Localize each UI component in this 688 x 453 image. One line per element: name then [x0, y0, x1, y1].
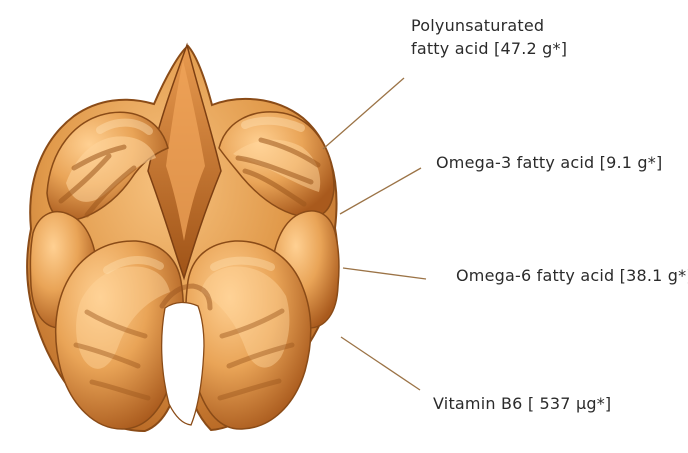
vitamin-b6-label: Vitamin B6 [ 537 µg*] — [433, 392, 611, 415]
leader-line-vitamin-b6 — [341, 337, 420, 390]
leader-line-omega6 — [343, 268, 426, 279]
polyunsaturated-label-line-1: Polyunsaturated — [411, 14, 567, 37]
polyunsaturated-label-line-2: fatty acid [47.2 g*] — [411, 37, 567, 60]
polyunsaturated-fatty-acid-label: Polyunsaturated fatty acid [47.2 g*] — [411, 14, 567, 60]
omega-3-fatty-acid-label: Omega-3 fatty acid [9.1 g*] — [436, 151, 662, 174]
leader-line-omega3 — [340, 168, 421, 214]
leader-line-polyunsaturated — [323, 78, 404, 149]
omega-6-fatty-acid-label: Omega-6 fatty acid [38.1 g*] — [456, 264, 688, 287]
